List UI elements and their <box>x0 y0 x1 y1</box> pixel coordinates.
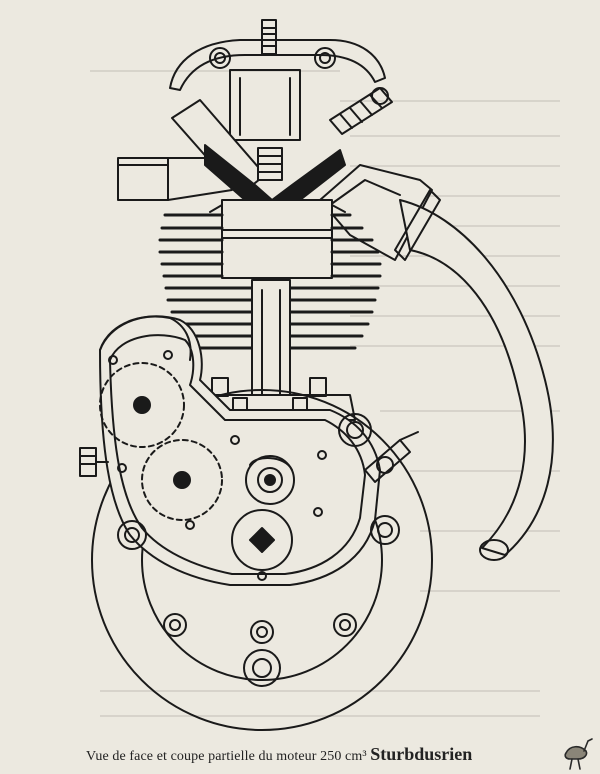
side-bolt-left <box>79 447 97 477</box>
exhaust-pipe <box>399 199 554 556</box>
cylinder-head-core <box>229 69 301 141</box>
valve-spring <box>329 87 393 135</box>
oil-fitting <box>364 439 411 483</box>
crankshaft <box>231 509 293 571</box>
exhaust-outlet <box>117 157 169 201</box>
caption-brand: Sturbdusrien <box>370 744 473 764</box>
magneto-housing <box>99 315 192 361</box>
figure-caption: Vue de face et coupe partielle du moteur… <box>86 744 526 765</box>
rocker-cover <box>169 39 386 91</box>
emu-icon <box>564 738 593 770</box>
rocker-bolt-right <box>314 47 336 69</box>
crankcase-outer <box>91 389 433 731</box>
caption-text: Vue de face et coupe partielle du moteur… <box>86 749 367 764</box>
top-adjuster-screw <box>261 19 277 55</box>
combustion-chamber <box>204 144 346 201</box>
cam-gear <box>245 455 295 505</box>
rocker-bolt-left <box>209 47 231 69</box>
gear-medium <box>141 439 223 521</box>
gear-large <box>99 362 185 448</box>
